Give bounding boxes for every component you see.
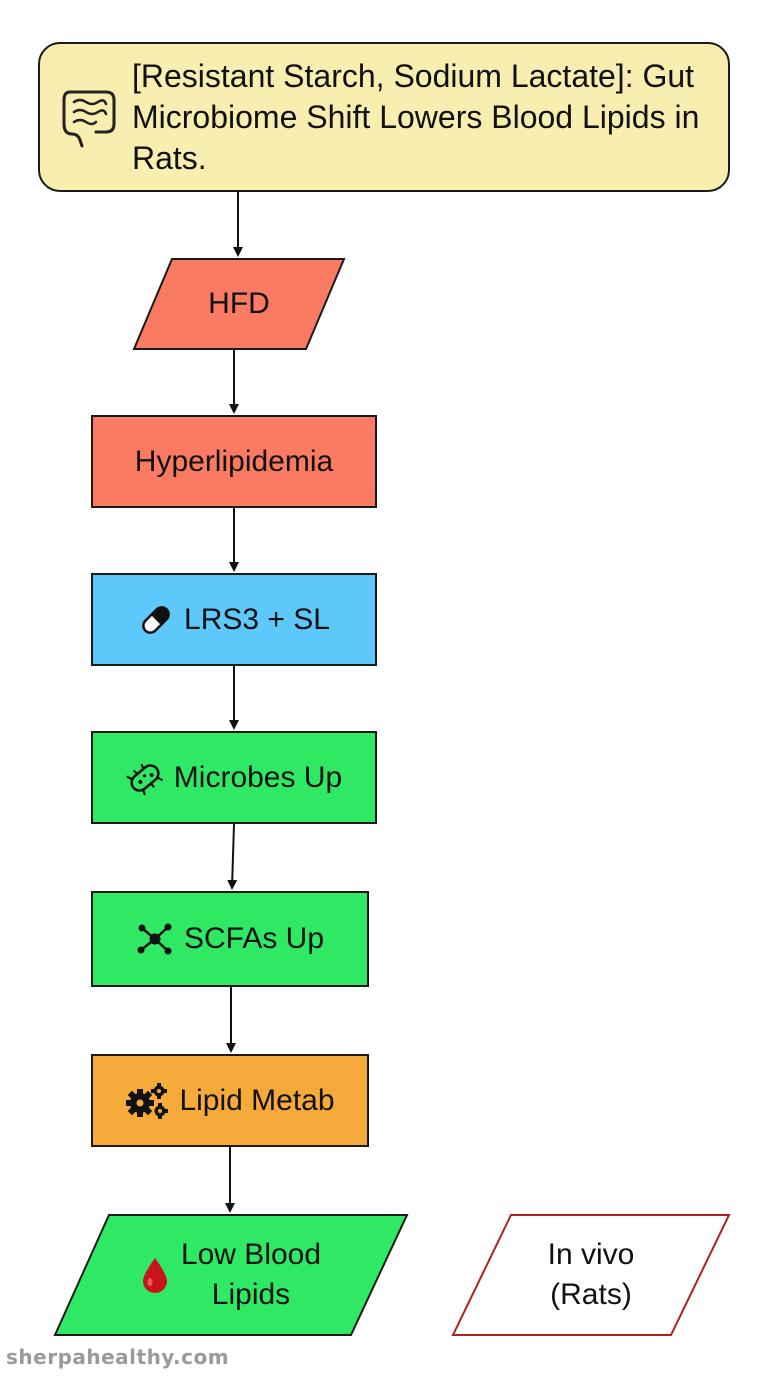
node-low-blood-lipids-line2: Lipids (211, 1278, 291, 1311)
node-in-vivo: In vivo (Rats) (451, 1214, 731, 1336)
node-microbes: Microbes Up (91, 731, 377, 824)
title-box: [Resistant Starch, Sodium Lactate]: Gut … (38, 42, 730, 192)
gears-icon (126, 1082, 169, 1119)
node-low-blood-lipids-line1: Low Blood (180, 1238, 322, 1271)
node-treatment: LRS3 + SL (91, 573, 377, 666)
node-hfd-label: HFD (208, 287, 270, 320)
node-microbes-label: Microbes Up (173, 760, 343, 794)
node-scfas: SCFAs Up (91, 891, 369, 987)
watermark: sherpahealthy.com (6, 1345, 230, 1369)
pill-icon (142, 605, 170, 634)
node-lipid-metab-label: Lipid Metab (179, 1083, 335, 1117)
node-treatment-label: LRS3 + SL (184, 602, 330, 636)
node-hfd: HFD (132, 258, 346, 350)
node-hyperlipidemia: Hyperlipidemia (91, 415, 377, 508)
intestine-icon (62, 90, 116, 148)
node-scfas-label: SCFAs Up (183, 922, 325, 955)
node-in-vivo-line2: (Rats) (550, 1278, 632, 1311)
node-low-blood-lipids: Low Blood Lipids (53, 1214, 409, 1336)
node-hyperlipidemia-label: Hyperlipidemia (134, 444, 334, 478)
node-in-vivo-line1: In vivo (547, 1238, 635, 1271)
node-lipid-metab: Lipid Metab (91, 1054, 369, 1147)
title-text: [Resistant Starch, Sodium Lactate]: Gut … (132, 57, 700, 176)
blood-drop-icon (142, 1258, 167, 1293)
molecule-icon (137, 923, 172, 955)
bacteria-icon (126, 763, 163, 795)
